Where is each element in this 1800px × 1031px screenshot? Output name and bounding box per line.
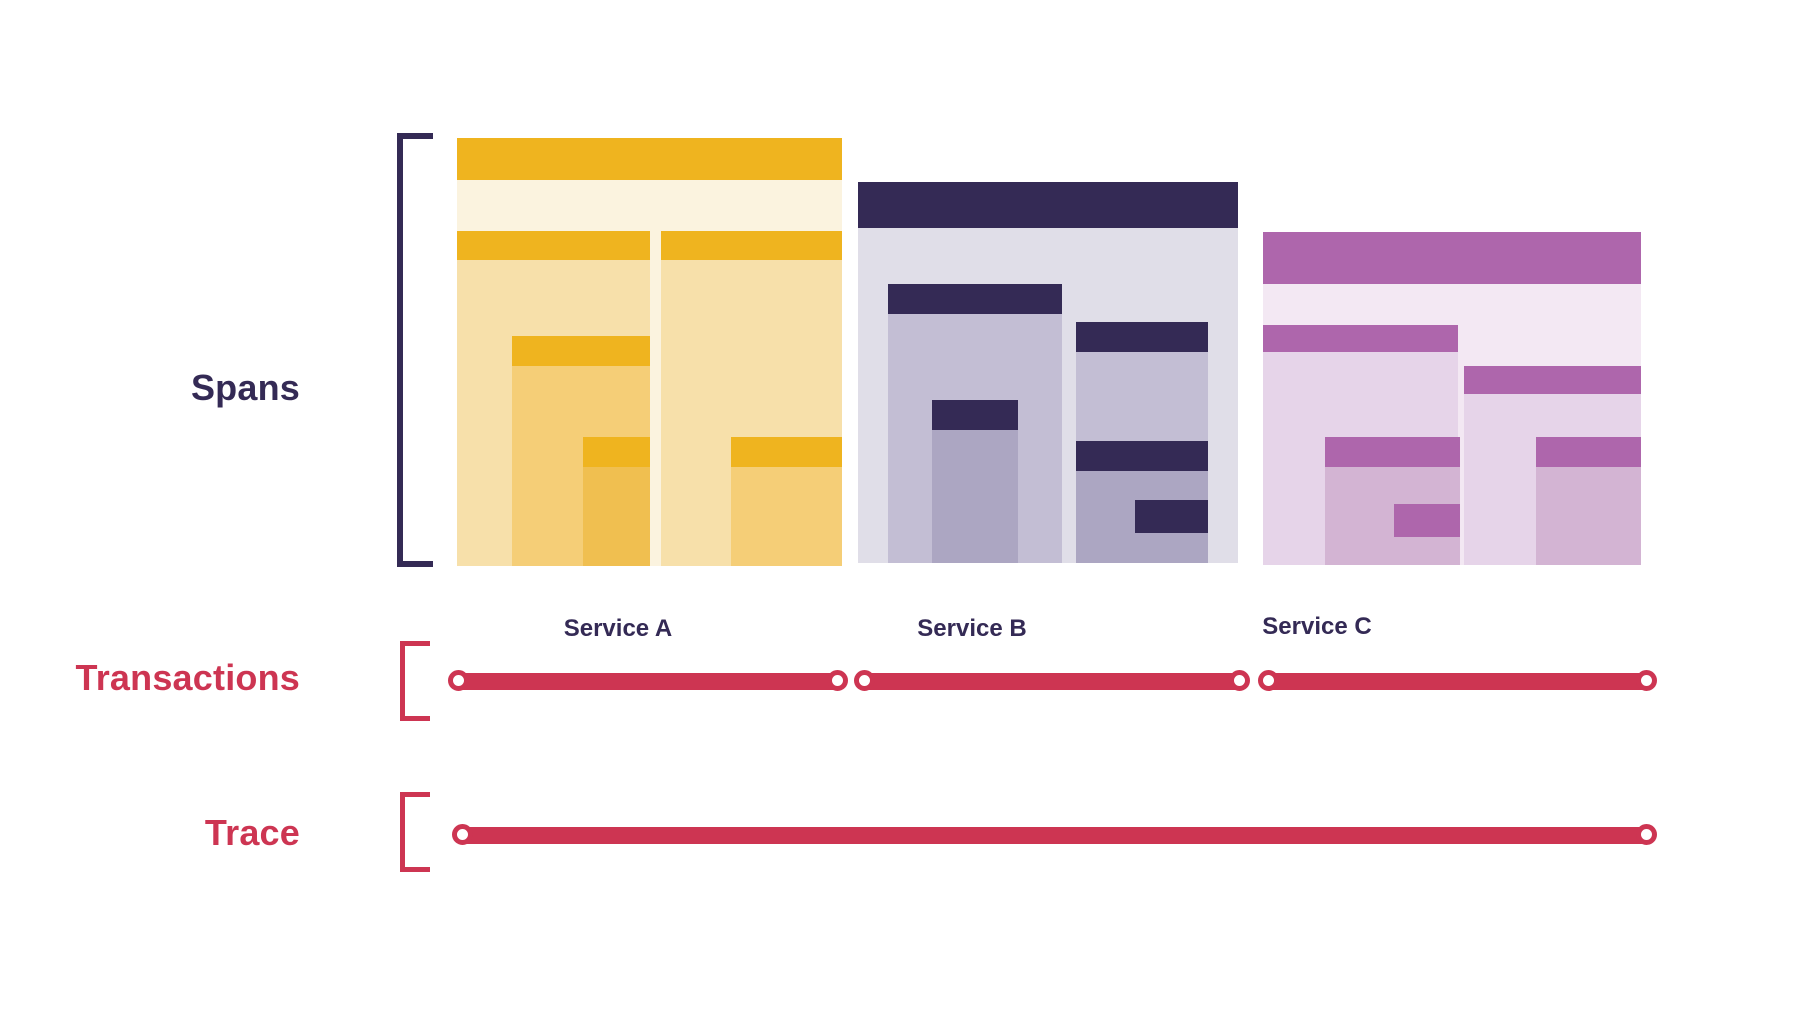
span-bar-c-g2-head[interactable] <box>1536 437 1641 467</box>
span-bar-a-c1-head[interactable] <box>457 231 650 260</box>
span-bar-c-root-head[interactable] <box>1263 232 1641 284</box>
transactions-label: Transactions <box>75 657 300 698</box>
timeline-node-tx-dot-a-end[interactable] <box>827 670 848 691</box>
span-bar-a-g3-head[interactable] <box>731 437 842 467</box>
span-bar-b-g1-body[interactable] <box>932 430 1018 563</box>
span-bar-c-c1-head[interactable] <box>1263 325 1458 352</box>
service-label-service-c: Service C <box>1262 613 1372 640</box>
timeline-node-trace-dot-start[interactable] <box>452 824 473 845</box>
span-bar-a-root-head[interactable] <box>457 138 842 180</box>
span-bar-b-c1-head[interactable] <box>888 284 1062 314</box>
span-bar-b-g3-head[interactable] <box>1135 500 1208 533</box>
trace-bracket <box>400 792 430 872</box>
timeline-node-trace-dot-end[interactable] <box>1636 824 1657 845</box>
transactions-bracket <box>400 641 430 721</box>
trace-label: Trace <box>204 812 300 853</box>
span-bar-b-g2-head[interactable] <box>1076 441 1208 471</box>
timeline-node-tx-dot-a-start[interactable] <box>448 670 469 691</box>
timeline-node-tx-dot-c-start[interactable] <box>1258 670 1279 691</box>
timeline-segment-tx-a[interactable] <box>458 673 837 690</box>
span-bar-b-g3-body[interactable] <box>1135 533 1208 563</box>
span-bar-b-c2-head[interactable] <box>1076 322 1208 352</box>
timeline-node-tx-dot-c-end[interactable] <box>1636 670 1657 691</box>
spans-bracket <box>397 133 433 567</box>
span-bar-c-g1-head[interactable] <box>1325 437 1460 467</box>
span-bar-c-g3-head[interactable] <box>1394 504 1460 537</box>
span-bar-c-g2-body[interactable] <box>1536 467 1641 565</box>
timeline-segment-tx-c[interactable] <box>1268 673 1646 690</box>
span-bar-a-c2-head[interactable] <box>661 231 842 260</box>
span-bar-a-g2-body[interactable] <box>583 467 650 566</box>
timeline-segment-tx-b[interactable] <box>864 673 1239 690</box>
span-bar-b-root-head[interactable] <box>858 182 1238 228</box>
timeline-node-tx-dot-b-start[interactable] <box>854 670 875 691</box>
span-bar-a-g1-head[interactable] <box>512 336 650 366</box>
span-bar-a-g2-head[interactable] <box>583 437 650 467</box>
span-bar-c-c2-head[interactable] <box>1464 366 1641 394</box>
timeline-node-tx-dot-b-end[interactable] <box>1229 670 1250 691</box>
timeline-segment-trace-main[interactable] <box>462 827 1646 844</box>
spans-label: Spans <box>190 367 300 408</box>
span-bar-c-g3-body[interactable] <box>1394 537 1460 565</box>
span-bar-a-g3-body[interactable] <box>731 467 842 566</box>
service-label-service-b: Service B <box>917 615 1027 642</box>
service-label-service-a: Service A <box>563 615 673 642</box>
span-bar-b-g1-head[interactable] <box>932 400 1018 430</box>
